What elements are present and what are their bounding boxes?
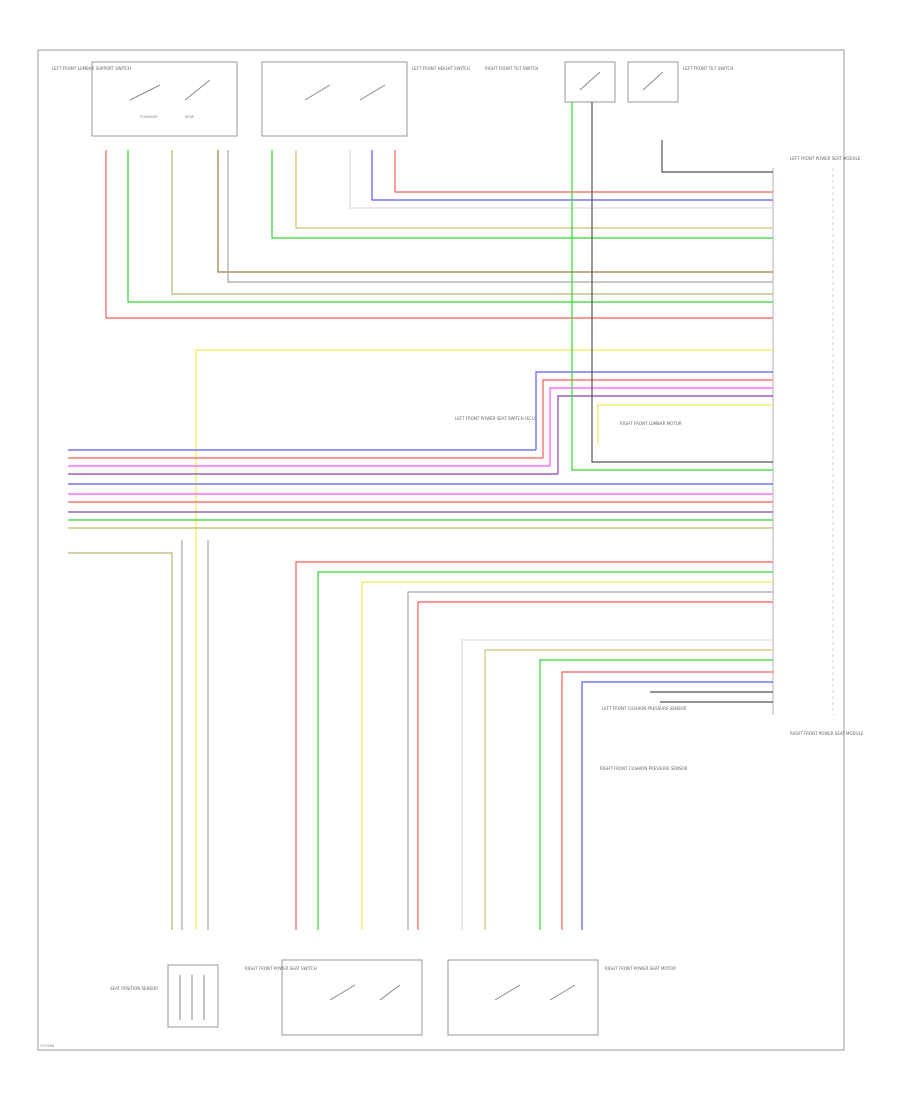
left-tilt-switch-label: LEFT FRONT TILT SWITCH <box>683 66 733 71</box>
top-wire-bundle <box>105 140 773 319</box>
mid-lumbar-label: RIGHT FRONT LUMBAR MOTOR <box>620 421 682 426</box>
lower-cushion-label: LEFT FRONT CUSHION PRESSURE SENSOR <box>602 706 687 711</box>
left-front-lumbar-switch: LEFT FRONT LUMBAR SUPPORT SWITCH FORWARD… <box>52 61 238 137</box>
switch-position-forward: FORWARD <box>140 115 158 119</box>
right-front-power-seat-switch: RIGHT FRONT POWER SEAT SWITCH <box>245 959 423 1036</box>
mid-upper-wire-bundle <box>195 102 773 540</box>
module-top-label: LEFT FRONT POWER SEAT MODULE <box>790 156 861 161</box>
left-front-tilt-switch: LEFT FRONT TILT SWITCH <box>627 61 733 103</box>
switch-position-rear: REAR <box>185 115 195 119</box>
diagram-frame <box>37 49 845 1051</box>
mid-ecu-label: LEFT FRONT POWER SEAT SWITCH (ECU) <box>455 416 537 421</box>
bottom-switch-label: RIGHT FRONT POWER SEAT SWITCH <box>245 966 317 971</box>
right-front-power-seat-motor: RIGHT FRONT POWER SEAT MOTOR <box>447 959 676 1036</box>
bottom-motor-label: RIGHT FRONT POWER SEAT MOTOR <box>605 966 676 971</box>
lower-wire-bundle <box>295 561 773 930</box>
module-label: RIGHT FRONT POWER SEAT MODULE <box>790 731 864 736</box>
diagram-footer-id: 1T-0588 <box>40 1044 54 1048</box>
left-front-height-switch: LEFT FRONT HEIGHT SWITCH <box>261 61 470 137</box>
sensor-label: SEAT POSITION SENSOR <box>110 986 158 991</box>
height-switch-label: LEFT FRONT HEIGHT SWITCH <box>412 66 470 71</box>
right-front-tilt-switch: RIGHT FRONT TILT SWITCH <box>485 61 616 103</box>
mid-lower-wire-bundle <box>68 449 773 930</box>
seat-position-sensor: SEAT POSITION SENSOR <box>110 964 219 1028</box>
right-tilt-switch-label: RIGHT FRONT TILT SWITCH <box>485 66 538 71</box>
right-module-connector <box>772 168 834 715</box>
lower-cushion-label-2: RIGHT FRONT CUSHION PRESSURE SENSOR <box>600 766 688 771</box>
left-front-switch-label: LEFT FRONT LUMBAR SUPPORT SWITCH <box>52 66 131 71</box>
